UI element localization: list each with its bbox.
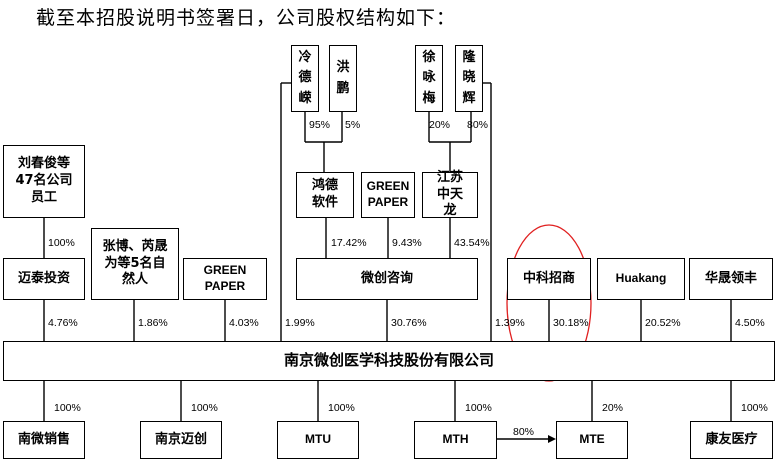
subsidiary-nanjing-maichuang: 南京迈创 [140,421,222,459]
arrowhead-icon [548,435,556,443]
shareholder-green-paper-top: GREEN PAPER [361,172,415,218]
pct-label: 4.50% [735,317,765,329]
shareholder-maitai: 迈泰投资 [3,258,85,300]
pct-label: 4.76% [48,317,78,329]
pct-label: 1.99% [285,317,315,329]
subsidiary-mte: MTE [556,421,628,459]
shareholder-green-paper: GREEN PAPER [183,258,267,300]
pct-label: 20% [429,119,451,131]
shareholder-huasheng: 华晟领丰 [689,258,773,300]
pct-label: 80% [467,119,489,131]
pct-label: 5% [345,119,361,131]
pct-label: 100% [54,402,81,414]
person-long: 隆晓辉 [455,45,483,112]
shareholder-huakang: Huakang [597,258,685,300]
company-box: 南京微创医学科技股份有限公司 [3,341,775,381]
pct-label: 100% [48,237,75,249]
shareholder-zhongke: 中科招商 [507,258,591,300]
person-leng: 冷德嵘 [291,45,319,112]
pct-label: 9.43% [392,237,422,249]
pct-label: 80% [513,426,535,438]
shareholder-liu: 刘春俊等47名公司员工 [3,145,85,218]
pct-label: 100% [741,402,768,414]
shareholder-weichuang-zixun: 微创咨询 [296,258,478,300]
pct-label: 20.52% [645,317,681,329]
shareholder-jiangsu: 江苏中天龙 [422,170,478,218]
pct-label: 17.42% [331,237,367,249]
subsidiary-mth: MTH [414,421,497,459]
pct-label: 100% [191,402,218,414]
shareholder-zhangbo: 张博、芮晟为等5名自然人 [91,228,179,300]
pct-label: 4.03% [229,317,259,329]
pct-label: 100% [465,402,492,414]
person-hong: 洪鹏 [329,45,357,112]
page-heading: 截至本招股说明书签署日，公司股权结构如下： [36,7,457,29]
pct-label: 100% [328,402,355,414]
subsidiary-nanwei: 南微销售 [3,421,85,459]
pct-label: 30.76% [391,317,427,329]
pct-label: 20% [602,402,624,414]
shareholder-hongde: 鸿德软件 [296,172,354,218]
pct-label: 30.18% [553,317,589,329]
pct-label: 95% [309,119,331,131]
pct-label: 1.86% [138,317,168,329]
pct-label: 1.39% [495,317,525,329]
subsidiary-kangyou: 康友医疗 [690,421,773,459]
subsidiary-mtu: MTU [277,421,359,459]
pct-label: 43.54% [454,237,490,249]
highlight-ellipse [506,224,592,382]
person-xu: 徐咏梅 [415,45,443,112]
